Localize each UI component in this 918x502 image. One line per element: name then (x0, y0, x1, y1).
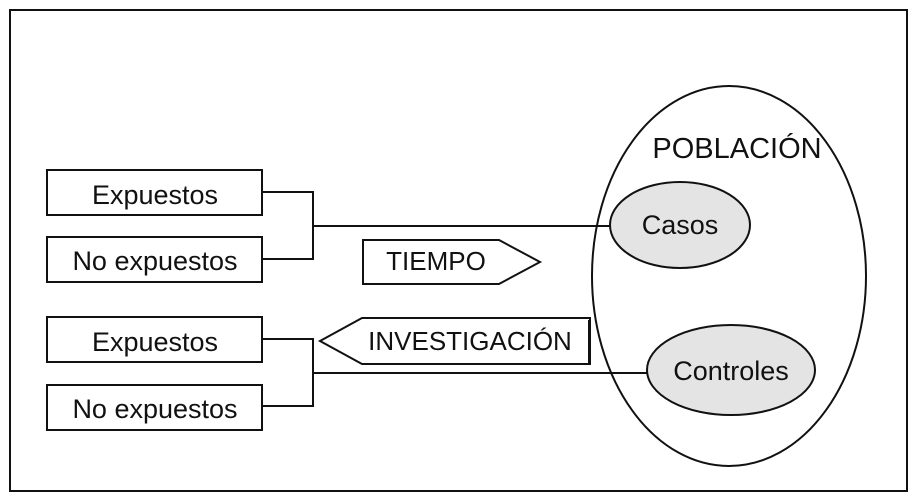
exposed-label-bottom: Expuestos (92, 327, 218, 357)
time-arrow-label: TIEMPO (386, 246, 486, 276)
outer-frame (9, 9, 908, 492)
bottom-bracket-connector (262, 338, 648, 407)
not-exposed-box-bottom (46, 384, 263, 431)
population-ellipse (591, 85, 867, 467)
time-arrow-shape (362, 239, 543, 285)
exposed-box-bottom (46, 316, 263, 363)
top-bracket-connector (262, 191, 611, 260)
controls-ellipse (646, 324, 816, 416)
exposed-box-top (46, 169, 263, 216)
cases-label: Casos (642, 210, 719, 240)
investigation-arrow-label: INVESTIGACIÓN (368, 326, 572, 356)
controls-label: Controles (673, 356, 789, 386)
not-exposed-label-bottom: No expuestos (72, 394, 237, 424)
exposed-label-top: Expuestos (92, 180, 218, 210)
population-label: POBLACIÓN (652, 132, 821, 165)
not-exposed-label-top: No expuestos (72, 246, 237, 276)
